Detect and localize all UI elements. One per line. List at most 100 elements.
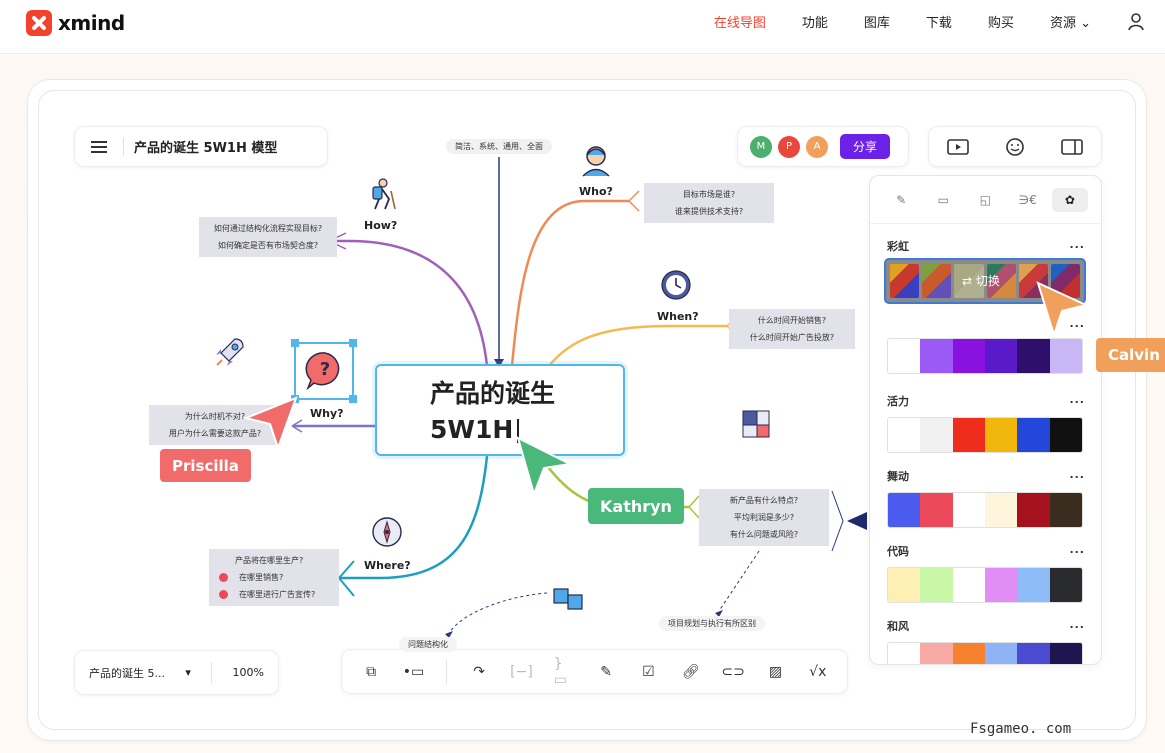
theme-dance: 舞动... xyxy=(887,468,1085,528)
note-icon[interactable]: ✎ xyxy=(600,663,612,680)
image-icon[interactable]: ▨ xyxy=(768,663,783,680)
person-headset-icon xyxy=(582,146,610,177)
text-caret xyxy=(517,419,520,443)
topic-who[interactable]: Who? xyxy=(579,185,613,198)
topic-what-kathryn[interactable]: Kathryn xyxy=(588,488,684,524)
swatch xyxy=(920,418,953,452)
more-options-icon[interactable]: ... xyxy=(1069,238,1085,251)
note-line: 什么时间开始销售? xyxy=(757,316,827,325)
note-line: 如何通过结构化流程实现目标? xyxy=(213,224,323,233)
left-tag[interactable]: 问题结构化 xyxy=(399,637,457,652)
menu-icon[interactable] xyxy=(91,140,107,153)
user-icon[interactable] xyxy=(1127,12,1145,32)
bottom-left-bar: 产品的诞生 5... ▾ 100% xyxy=(74,650,279,695)
sticker-icon[interactable]: ◱ xyxy=(979,192,992,207)
formula-icon[interactable]: ∋€ xyxy=(1018,192,1037,207)
note-who[interactable]: 目标市场是谁? 谁来提供技术支持? xyxy=(644,183,774,223)
more-options-icon[interactable]: ... xyxy=(1069,543,1085,556)
note-how[interactable]: 如何通过结构化流程实现目标? 如何确定是否有市场契合度? xyxy=(199,217,337,257)
rocket-icon xyxy=(216,338,244,366)
nav-item-buy[interactable]: 购买 xyxy=(987,16,1014,31)
xmind-logo[interactable]: xmind xyxy=(26,10,125,36)
document-title[interactable]: 产品的诞生 5W1H 模型 xyxy=(134,141,278,156)
avatar-m[interactable]: M xyxy=(750,135,772,158)
minus-icon[interactable] xyxy=(219,590,228,599)
theme-swatch-row[interactable] xyxy=(887,492,1083,528)
theme-name: 活力 xyxy=(887,395,909,408)
relationship-icon[interactable]: ↷ xyxy=(473,663,485,680)
task-icon[interactable]: ☑ xyxy=(642,663,655,680)
emoji-icon[interactable] xyxy=(1005,137,1025,157)
link-icon[interactable]: 🔗︎ xyxy=(681,663,700,680)
topic-when[interactable]: When? xyxy=(657,310,699,323)
minus-icon[interactable] xyxy=(219,573,228,582)
nav-item-resources[interactable]: 资源 ⌄ xyxy=(1050,12,1091,31)
avatar-p[interactable]: P xyxy=(778,135,800,158)
note-line: 在哪里进行广告宣传? xyxy=(239,590,316,599)
resize-handle[interactable] xyxy=(291,339,299,347)
zoom-level[interactable]: 100% xyxy=(232,666,264,679)
topic-how[interactable]: How? xyxy=(364,219,398,232)
nav-item-gallery[interactable]: 图库 xyxy=(863,16,890,31)
swatch xyxy=(984,418,1018,452)
note-why[interactable]: 为什么时机不对? 用户为什么需要这款产品? xyxy=(149,405,281,445)
note-line: 有什么问题或风险? xyxy=(729,530,799,539)
nav-item-features[interactable]: 功能 xyxy=(801,16,828,31)
theme-swatch-row[interactable] xyxy=(887,338,1083,374)
add-subtopic-icon[interactable]: ⧉ xyxy=(366,663,377,680)
clock-icon xyxy=(661,270,691,300)
app-canvas[interactable]: 产品的诞生 5W1H 模型 M P A 分享 ✎ ▭ ◱ ∋€ ✿ xyxy=(38,90,1136,730)
formula-icon[interactable]: √x xyxy=(809,663,827,680)
resize-handle[interactable] xyxy=(349,395,357,403)
cursor-calvin-icon xyxy=(1036,281,1088,337)
bottom-tag[interactable]: 项目规划与执行有所区别 xyxy=(659,616,765,631)
swatch xyxy=(920,643,953,664)
theme-tab-icon[interactable]: ✿ xyxy=(1051,187,1088,212)
swatch xyxy=(922,264,952,298)
theme-japanese: 和风... xyxy=(887,618,1085,664)
nav-item-online-mindmap[interactable]: 在线导图 xyxy=(713,16,766,31)
more-options-icon[interactable]: ... xyxy=(1069,317,1085,330)
swatch xyxy=(1017,418,1050,452)
avatar-a[interactable]: A xyxy=(806,135,828,158)
theme-swatch-row[interactable] xyxy=(887,567,1083,603)
top-summary-tag[interactable]: 简洁、系统、通用、全面 xyxy=(446,139,552,154)
resize-handle[interactable] xyxy=(349,339,357,347)
nav-item-resources-label: 资源 xyxy=(1049,16,1076,31)
selected-image-frame[interactable]: ? xyxy=(291,339,357,403)
rainbow-theme-swatch[interactable]: ⇄ 切换 xyxy=(884,258,1086,304)
switch-label[interactable]: ⇄ 切换 xyxy=(962,274,1000,288)
theme-swatch-row[interactable] xyxy=(887,642,1083,664)
note-line: 谁来提供技术支持? xyxy=(674,207,744,216)
swatch xyxy=(984,643,1018,664)
caret-down-icon[interactable]: ▾ xyxy=(185,666,191,679)
style-brush-icon[interactable]: ✎ xyxy=(896,192,907,207)
more-options-icon[interactable]: ... xyxy=(1069,468,1085,481)
more-options-icon[interactable]: ... xyxy=(1069,393,1085,406)
central-topic[interactable]: 产品的诞生 5W1H xyxy=(375,364,625,456)
note-when[interactable]: 什么时间开始销售? 什么时间开始广告投放? xyxy=(729,309,855,349)
sheet-name[interactable]: 产品的诞生 5... xyxy=(89,666,165,680)
share-button[interactable]: 分享 xyxy=(840,134,890,159)
swatch xyxy=(888,339,921,373)
nav-item-download[interactable]: 下载 xyxy=(925,16,952,31)
note-where[interactable]: 产品将在哪里生产? 在哪里销售? 在哪里进行广告宣传? xyxy=(209,549,339,606)
note-what[interactable]: 新产品有什么特点? 平均利润是多少? 有什么问题或风险? xyxy=(699,489,829,546)
boundary-icon[interactable]: [−] xyxy=(510,663,533,680)
swatch xyxy=(952,643,985,664)
swatch xyxy=(952,493,985,527)
svg-text:?: ? xyxy=(320,359,330,380)
swatch xyxy=(1017,643,1050,664)
play-icon[interactable] xyxy=(947,138,969,155)
add-topic-icon[interactable]: •▭ xyxy=(402,663,425,680)
summary-icon[interactable]: }▭ xyxy=(553,655,568,688)
hyperlink-icon[interactable]: ⊂⊃ xyxy=(721,663,745,680)
swatch xyxy=(920,568,953,602)
topic-why[interactable]: Why? xyxy=(310,407,344,420)
topic-where[interactable]: Where? xyxy=(364,559,411,572)
theme-swatch-row[interactable] xyxy=(887,417,1083,453)
sidebar-panel-icon[interactable] xyxy=(1061,138,1083,155)
theme-name: 和风 xyxy=(887,620,909,633)
more-options-icon[interactable]: ... xyxy=(1069,618,1085,631)
presentation-icon[interactable]: ▭ xyxy=(937,192,949,207)
